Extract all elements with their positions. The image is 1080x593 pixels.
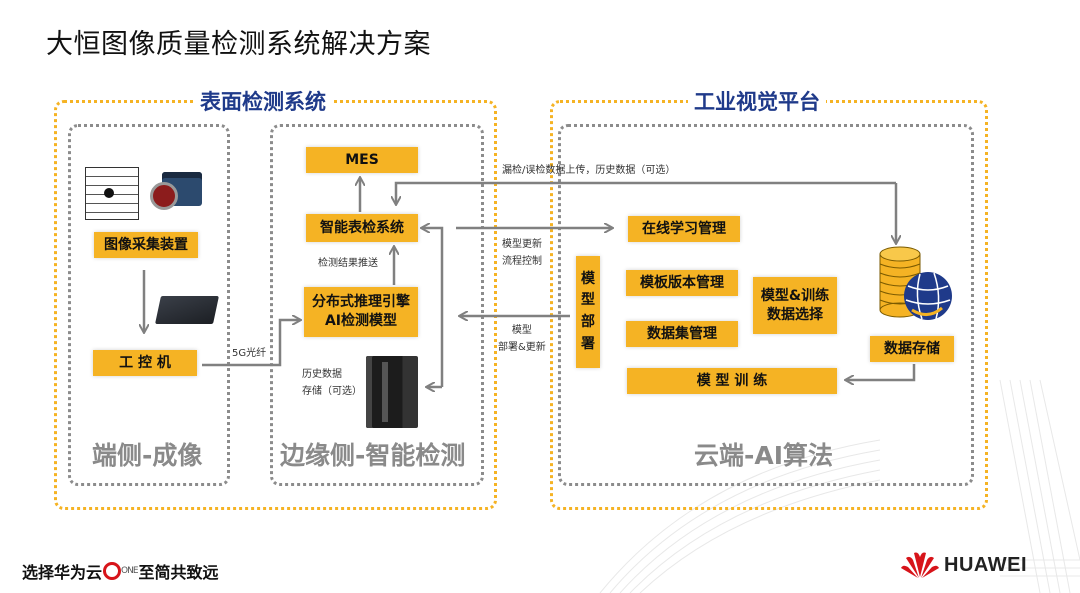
huawei-logo: HUAWEI [900,551,1027,579]
vision-platform-title: 工业视觉平台 [688,86,826,116]
dataset-mgmt-box: 数据集管理 [626,321,738,347]
huawei-petal-icon [901,552,939,578]
deploy-update-line2: 部署&更新 [498,342,546,353]
cloud-ai-zone [558,124,974,486]
fiber-5g-label: 5G光纤 [231,345,268,362]
model-training-box: 模 型 训 练 [627,368,837,394]
slogan-prefix: 选择华为云 [22,563,103,582]
database-globe-icon [879,246,952,320]
mes-box: MES [306,147,418,173]
deploy-update-label: 模型 部署&更新 [498,322,546,356]
inference-engine-box: 分布式推理引擎 AI检测模型 [304,287,418,337]
edge-imaging-label: 端侧-成像 [92,441,203,470]
smart-inspection-box: 智能表检系统 [306,214,418,242]
result-push-label: 检测结果推送 [318,258,378,269]
deploy-update-line1: 模型 [511,325,532,336]
model-update-line2: 流程控制 [502,256,542,267]
industrial-pc-icon [155,296,219,324]
ipc-box: 工 控 机 [93,350,197,376]
online-learning-box: 在线学习管理 [628,216,740,242]
template-version-box: 模板版本管理 [626,270,738,296]
huawei-brand-text: HUAWEI [944,553,1027,576]
model-deploy-char: 型 [581,292,595,309]
model-update-label: 模型更新 流程控制 [502,236,542,270]
server-tower-icon [366,356,418,428]
edge-detection-zone [270,124,484,486]
model-deploy-char: 署 [581,335,595,352]
huawei-cloud-one-logo: ONE [103,562,139,580]
model-data-select-line2: 数据选择 [767,306,823,323]
history-storage-line2: 存储（可选） [302,386,362,397]
cloud-ai-label: 云端-AI算法 [694,441,834,470]
page-title: 大恒图像质量检测系统解决方案 [46,29,431,60]
footer-slogan: 选择华为云 ONE 至简共致远 [22,559,219,583]
edge-imaging-zone [68,124,230,486]
image-capture-box: 图像采集装置 [94,232,198,258]
inference-engine-line2: AI检测模型 [324,313,398,329]
model-data-select-box: 模型&训练 数据选择 [753,277,837,334]
model-deploy-char: 部 [581,314,595,330]
edge-detection-label: 边缘侧-智能检测 [280,441,466,470]
upload-label: 漏检/误检数据上传，历史数据（可选） [502,165,676,176]
data-storage-box: 数据存储 [870,336,954,362]
model-deploy-char: 模 [581,270,595,287]
model-data-select-line1: 模型&训练 [760,287,830,304]
slogan-suffix: 至简共致远 [138,563,219,582]
history-storage-label: 历史数据 存储（可选） [302,366,362,400]
surface-system-title: 表面检测系统 [194,86,332,116]
inference-engine-line1: 分布式推理引擎 [312,294,410,311]
arrow-storage-to-training [846,364,916,380]
defect-sample-image [85,167,139,220]
arrow-upload-loop [396,181,896,204]
arrow-history-to-inspection [422,228,444,387]
history-storage-line1: 历史数据 [302,369,342,380]
arrow-ipc-to-engine [202,320,300,367]
industrial-camera-icon [148,172,204,212]
model-update-line1: 模型更新 [502,239,542,250]
model-deploy-box: 模 型 部 署 [576,256,600,368]
